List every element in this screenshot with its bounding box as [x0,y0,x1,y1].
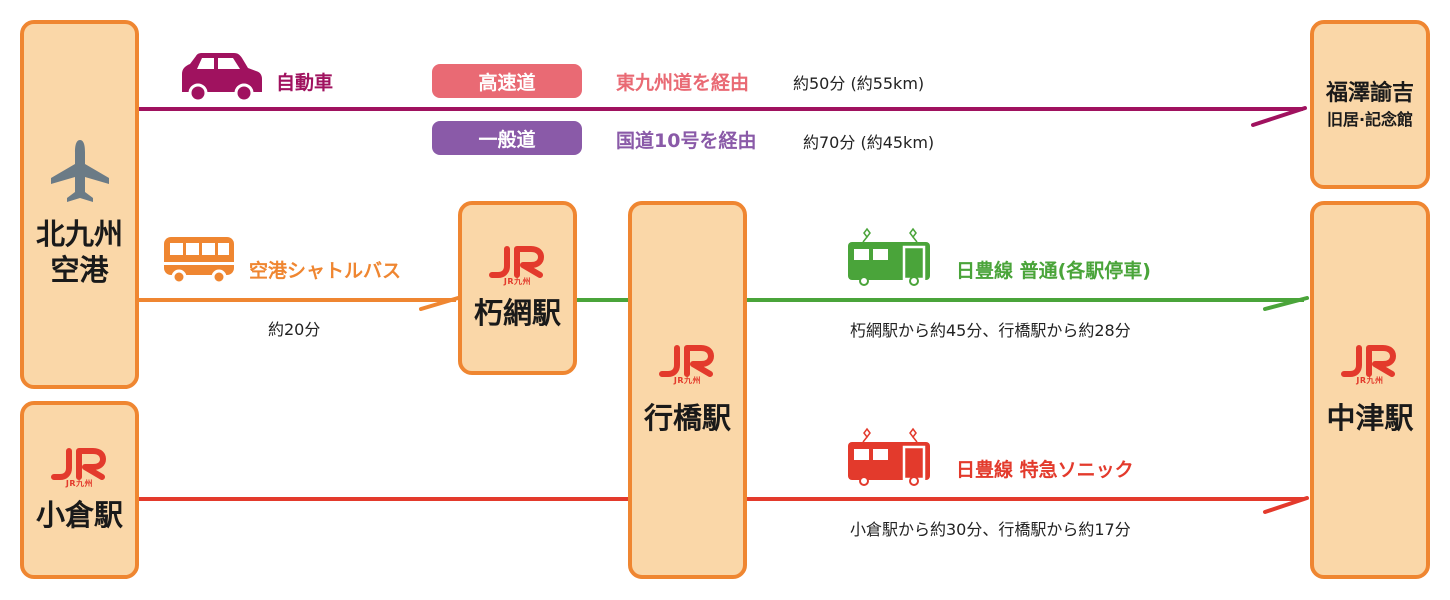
jr-mark-icon [1341,344,1396,377]
jr-logo-sub: JR九州 [1356,375,1384,385]
jr-mark-icon [488,245,544,278]
jr-kyushu-logo: JR九州 [50,447,109,489]
jr-kyushu-logo: JR九州 [658,344,717,386]
expressway-time: 約50分 (約55km) [793,74,925,93]
station-name-kokura: 小倉駅 [35,497,123,532]
express-train-arrowhead [1263,496,1309,514]
bus-icon [164,237,234,285]
station-name-airport-line1: 北九州 [35,217,123,251]
kokura-station-box: JR九州 小倉駅 [20,401,139,579]
jr-logo-sub: JR九州 [503,276,532,286]
jr-mark-icon [50,447,106,480]
express-train-label: 日豊線 特急ソニック [956,459,1134,481]
kutsuami-station-box: JR九州 朽網駅 [458,201,577,375]
express-train-icon [848,427,930,486]
bus-route-line [138,298,456,302]
jr-logo-sub: JR九州 [65,478,94,488]
car-route-line [138,107,1303,111]
station-name-airport-line2: 空港 [50,253,109,287]
nakatsu-station-box: JR九州 中津駅 [1310,201,1430,579]
bus-route-time: 約20分 [268,320,321,339]
jr-kyushu-logo: JR九州 [488,245,547,287]
jr-logo-sub: JR九州 [673,375,702,385]
local-train-time: 朽網駅から約45分、行橋駅から約28分 [850,321,1131,340]
general-road-pill: 一般道 [432,121,582,155]
car-route-arrowhead [1251,106,1307,127]
express-train-time: 小倉駅から約30分、行橋駅から約17分 [850,520,1131,539]
car-route-label: 自動車 [276,72,334,94]
destination-name-line1: 福澤諭吉 [1325,80,1414,106]
kitakyushu-airport-box: 北九州 空港 [20,20,139,389]
local-train-line [576,298,1304,302]
expressway-pill: 高速道 [432,64,582,98]
destination-name-line2: 旧居·記念館 [1326,109,1414,129]
bus-route-label: 空港シャトルバス [249,260,402,282]
general-road-time: 約70分 (約45km) [803,133,935,152]
station-name-nakatsu: 中津駅 [1326,400,1414,435]
bus-route-arrowhead [419,296,460,311]
local-train-icon [848,227,930,286]
jr-kyushu-logo: JR九州 [1341,344,1399,386]
fukuzawa-residence-box: 福澤諭吉 旧居·記念館 [1310,20,1430,189]
station-name-kutsuami: 朽網駅 [473,295,561,330]
yukuhashi-station-box: JR九州 行橋駅 [628,201,747,579]
airplane-icon [50,140,109,202]
station-name-yukuhashi: 行橋駅 [643,400,731,435]
car-icon [182,53,262,103]
local-train-arrowhead [1263,296,1309,311]
jr-mark-icon [658,344,714,377]
general-road-via: 国道10号を経由 [616,130,757,152]
expressway-via: 東九州道を経由 [616,72,750,94]
local-train-label: 日豊線 普通(各駅停車) [956,260,1151,282]
